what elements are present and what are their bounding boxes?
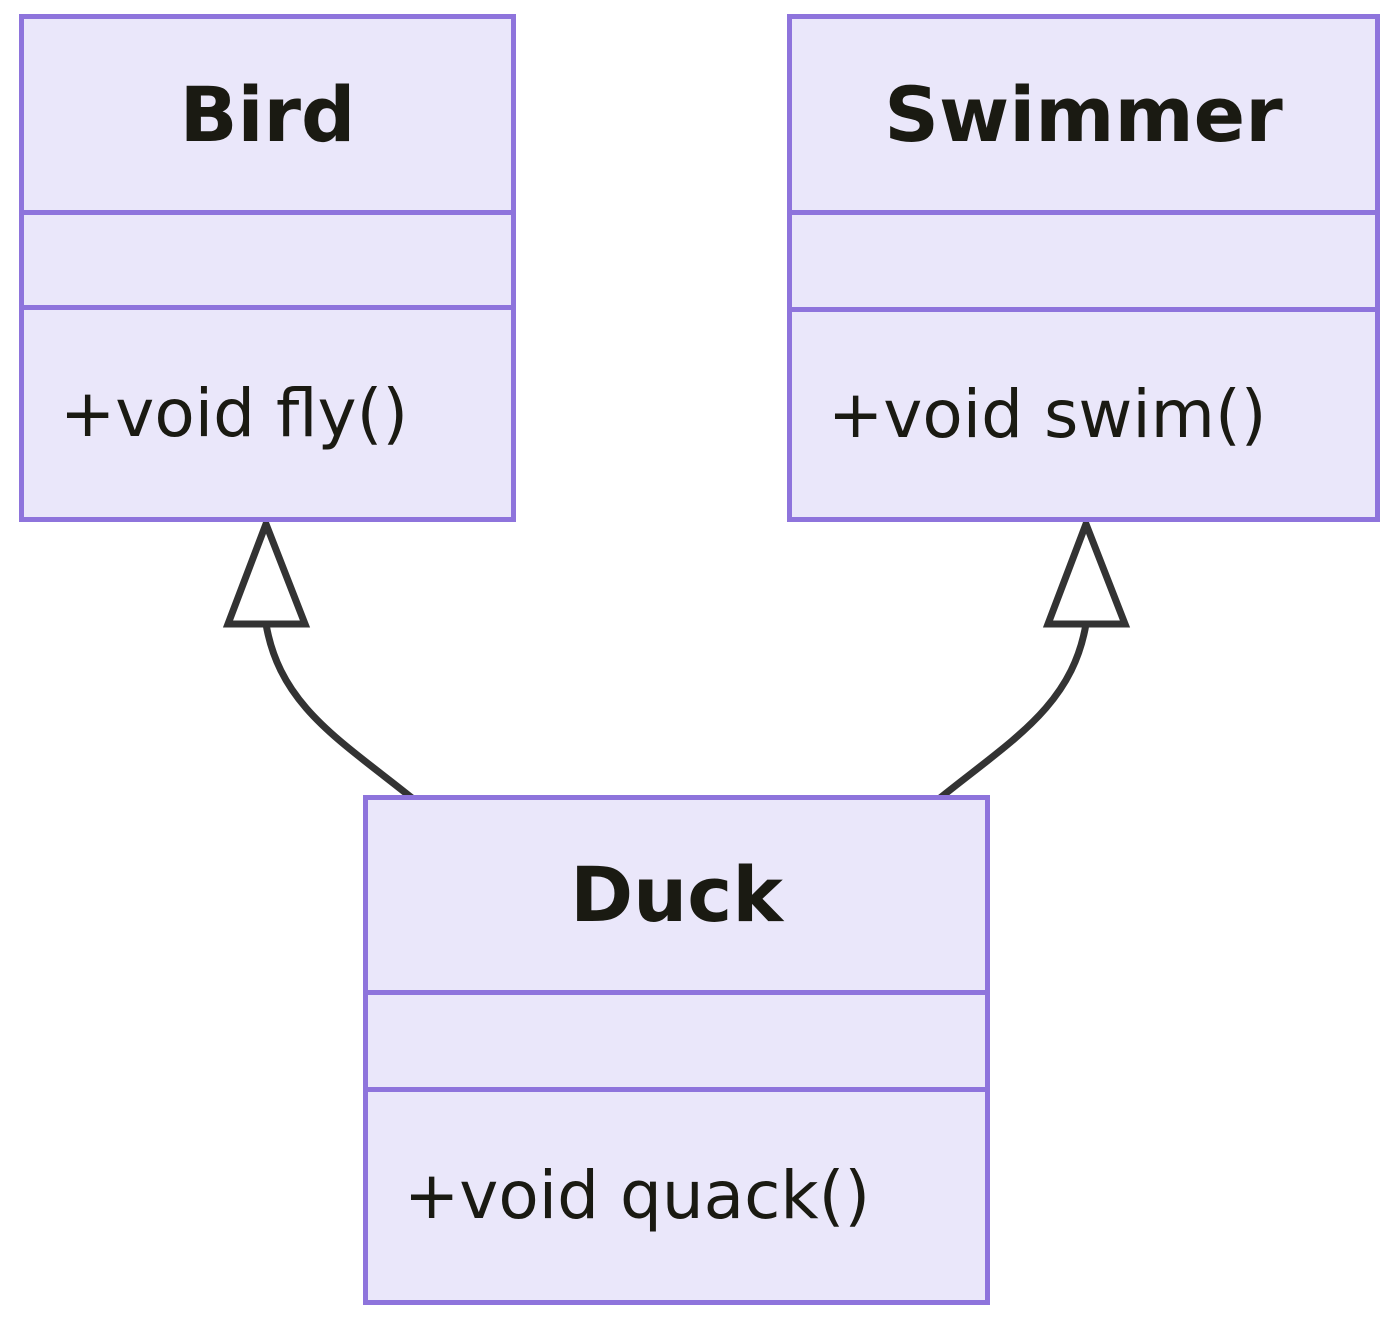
class-methods-section-bird: +void fly() bbox=[24, 310, 511, 517]
class-name-duck: Duck bbox=[570, 850, 783, 939]
class-attributes-empty-bird bbox=[24, 215, 511, 305]
class-name-section-duck: Duck bbox=[368, 800, 985, 990]
class-method-swimmer-swim: +void swim() bbox=[828, 375, 1267, 453]
class-attributes-section-bird bbox=[24, 210, 511, 310]
class-methods-section-duck: +void quack() bbox=[368, 1092, 985, 1300]
class-box-duck[interactable]: Duck +void quack() bbox=[363, 795, 990, 1305]
class-name-bird: Bird bbox=[179, 69, 356, 159]
generalization-duck-to-bird[interactable] bbox=[222, 514, 416, 802]
class-name-swimmer: Swimmer bbox=[884, 69, 1283, 159]
hollow-triangle-arrowhead-bird bbox=[222, 514, 311, 628]
class-attributes-section-duck bbox=[368, 990, 985, 1092]
class-attributes-empty-duck bbox=[368, 995, 985, 1087]
class-attributes-empty-swimmer bbox=[792, 215, 1375, 307]
generalization-line-duck-swimmer bbox=[936, 620, 1090, 802]
class-method-duck-quack: +void quack() bbox=[404, 1157, 871, 1234]
generalization-line-duck-bird bbox=[262, 620, 416, 802]
hollow-triangle-arrowhead-swimmer bbox=[1042, 514, 1131, 628]
class-box-bird[interactable]: Bird +void fly() bbox=[19, 14, 516, 522]
class-name-section-swimmer: Swimmer bbox=[792, 19, 1375, 210]
class-box-swimmer[interactable]: Swimmer +void swim() bbox=[787, 14, 1380, 522]
generalization-duck-to-swimmer[interactable] bbox=[936, 514, 1131, 802]
class-methods-section-swimmer: +void swim() bbox=[792, 312, 1375, 517]
class-method-bird-fly: +void fly() bbox=[60, 374, 409, 452]
class-name-section-bird: Bird bbox=[24, 19, 511, 210]
class-attributes-section-swimmer bbox=[792, 210, 1375, 312]
